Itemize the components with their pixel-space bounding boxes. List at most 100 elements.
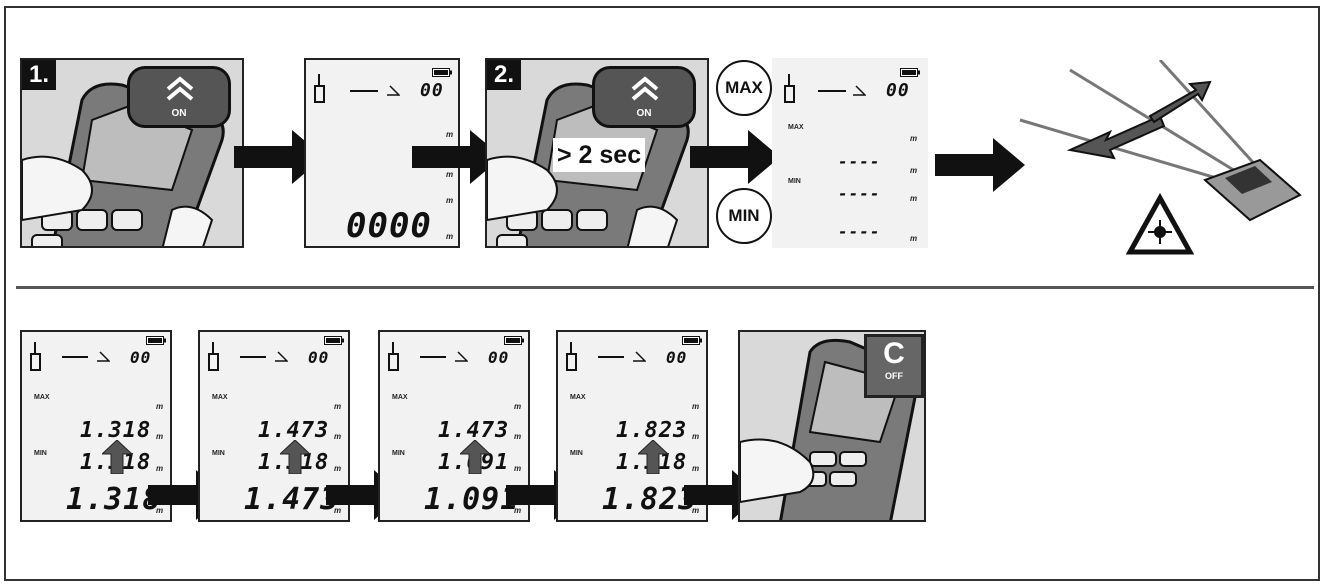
unit-label: m [446, 232, 454, 241]
on-button-badge[interactable]: ON [127, 66, 231, 128]
off-button-badge[interactable]: C OFF [864, 334, 924, 398]
arrow-right-icon [412, 130, 502, 184]
off-label: OFF [885, 371, 903, 381]
lcd-min-indicator: MIN [212, 450, 225, 457]
distance-dash [62, 356, 88, 358]
unit-label: m [334, 464, 342, 473]
up-arrow-icon [102, 440, 132, 474]
angle-readout: 00 [420, 80, 444, 101]
on-button-badge[interactable]: ON [592, 66, 696, 128]
angle-readout: 00 [488, 348, 510, 367]
unit-label: m [910, 194, 918, 203]
lcd-min-indicator: MIN [788, 178, 801, 185]
up-chevron-icon [166, 76, 194, 101]
battery-icon [900, 68, 920, 77]
scan-arrow-icon [1066, 114, 1166, 160]
laser-device-icon [1203, 158, 1302, 222]
unit-label: m [156, 432, 164, 441]
unit-label: m [514, 506, 522, 515]
tilt-icon [387, 85, 400, 96]
angle-readout: 00 [886, 80, 910, 101]
unit-label: m [334, 432, 342, 441]
unit-label: m [692, 464, 700, 473]
unit-label: m [692, 506, 700, 515]
current-placeholder: ---- [838, 222, 881, 241]
lcd-min-indicator: MIN [392, 450, 405, 457]
distance-dash [240, 356, 266, 358]
lcd-max-indicator: MAX [212, 394, 228, 401]
unit-label: m [910, 234, 918, 243]
lcd-max-indicator: MAX [788, 124, 804, 131]
battery-icon [504, 336, 524, 345]
arrow-right-icon [690, 130, 780, 184]
unit-label: m [692, 432, 700, 441]
max-value: 1.823 [616, 418, 688, 443]
reference-point-icon [784, 74, 795, 103]
battery-icon [682, 336, 702, 345]
arrow-right-icon [935, 138, 1025, 192]
tilt-icon [853, 85, 866, 96]
distance-dash [420, 356, 446, 358]
angle-readout: 00 [130, 348, 152, 367]
unit-label: m [446, 130, 454, 139]
tilt-icon [633, 351, 646, 362]
lcd-max-indicator: MAX [392, 394, 408, 401]
device-photo-step2: 2. ON > 2 sec [485, 58, 709, 248]
current-value: 1.823 [602, 482, 698, 517]
unit-label: m [446, 196, 454, 205]
current-value: 1.318 [66, 482, 162, 517]
step-1-label: 1. [22, 60, 56, 90]
current-value: 1.473 [244, 482, 340, 517]
up-arrow-icon [280, 440, 310, 474]
min-callout: MIN [716, 188, 772, 244]
unit-label: m [910, 134, 918, 143]
unit-label: m [910, 166, 918, 175]
angle-readout: 00 [666, 348, 688, 367]
laser-scan-illustration [1019, 60, 1302, 255]
reference-point-icon [30, 342, 41, 371]
tilt-icon [97, 351, 110, 362]
tilt-icon [275, 351, 288, 362]
distance-dash [818, 90, 846, 92]
unit-label: m [156, 402, 164, 411]
current-value: 1.091 [424, 482, 520, 517]
unit-label: m [514, 402, 522, 411]
reference-point-icon [388, 342, 399, 371]
step-2-label: 2. [487, 60, 521, 90]
device-photo-off: C OFF [738, 330, 926, 522]
scan-arrow-icon [1148, 80, 1212, 124]
max-placeholder: ---- [838, 152, 881, 171]
reference-point-icon [314, 74, 325, 103]
angle-readout: 00 [308, 348, 330, 367]
max-callout: MAX [716, 60, 772, 116]
clear-letter: C [883, 337, 905, 370]
battery-icon [432, 68, 452, 77]
lcd-max-indicator: MAX [34, 394, 50, 401]
distance-dash [350, 90, 378, 92]
unit-label: m [334, 506, 342, 515]
max-value: 1.473 [438, 418, 510, 443]
section-divider [16, 286, 1314, 289]
on-label: ON [171, 108, 187, 119]
tilt-icon [455, 351, 468, 362]
reference-point-icon [208, 342, 219, 371]
up-chevron-icon [631, 76, 659, 101]
hold-duration-label: > 2 sec [553, 138, 646, 172]
lcd-min-indicator: MIN [34, 450, 47, 457]
unit-label: m [156, 464, 164, 473]
lcd-display-max-min: 00 MAX m ---- m MIN ---- m ---- m [772, 58, 928, 248]
unit-label: m [334, 402, 342, 411]
lcd-min-indicator: MIN [570, 450, 583, 457]
battery-icon [324, 336, 344, 345]
max-value: 1.473 [258, 418, 330, 443]
arrow-right-icon [234, 130, 324, 184]
unit-label: m [446, 170, 454, 179]
up-arrow-icon [460, 440, 490, 474]
distance-dash [598, 356, 624, 358]
max-value: 1.318 [80, 418, 152, 443]
device-photo-step1: 1. ON [20, 58, 244, 248]
